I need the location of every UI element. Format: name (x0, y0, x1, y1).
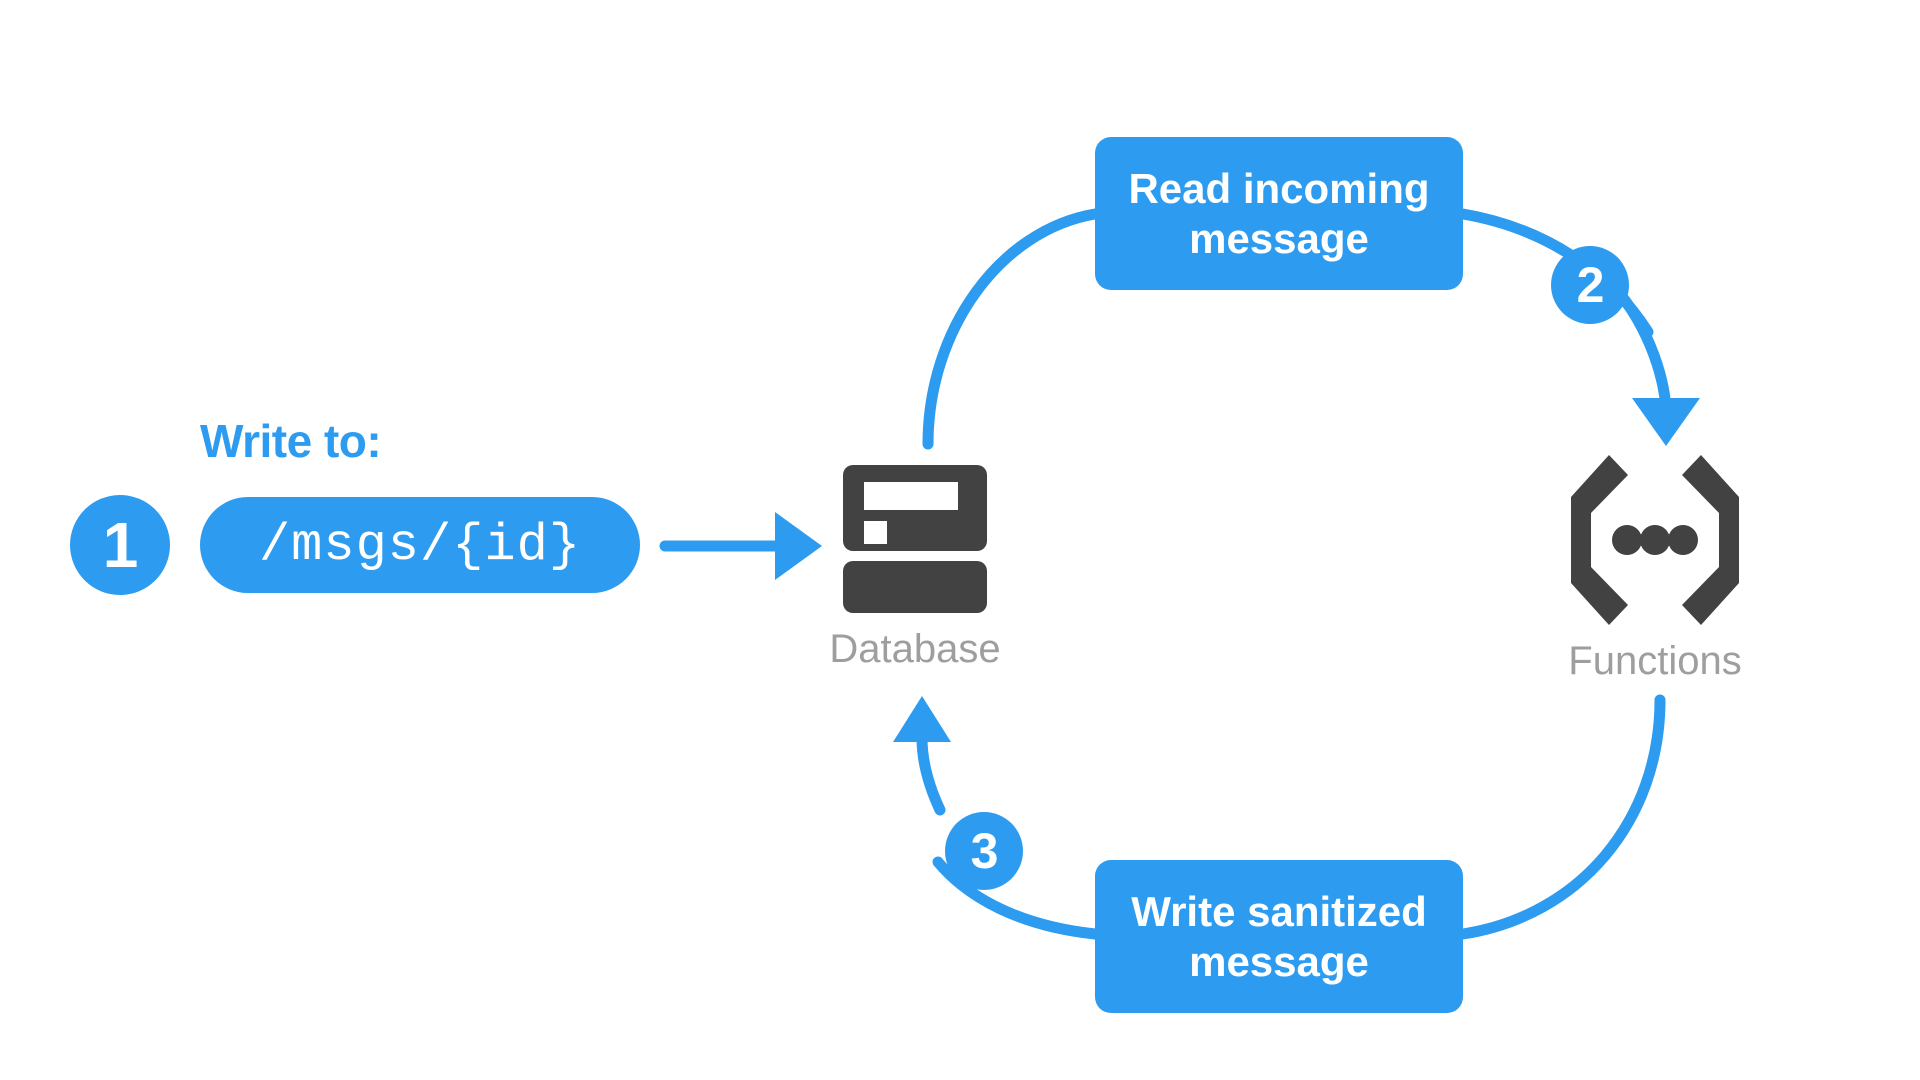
database-caption: Database (829, 627, 1001, 671)
action-box-read-label: Read incoming message (1128, 164, 1430, 262)
node-database[interactable]: Database (780, 465, 1050, 696)
functions-braces-icon (1571, 455, 1739, 625)
node-functions[interactable]: Functions (1530, 455, 1780, 684)
action-box-read-incoming-message[interactable]: Read incoming message (1095, 137, 1463, 290)
write-to-label: Write to: (200, 415, 382, 467)
arrow-database-to-read-box (922, 208, 1101, 450)
functions-dot-1 (1612, 525, 1642, 555)
functions-dot-3 (1668, 525, 1698, 555)
database-led-top (864, 521, 887, 544)
database-path-pill[interactable]: /msgs/{id} (200, 497, 640, 593)
action-box-write-sanitized-message[interactable]: Write sanitized message (1095, 860, 1463, 1013)
functions-caption: Functions (1568, 639, 1742, 683)
database-led-bottom (864, 673, 887, 696)
step-badge-1: 1 (70, 495, 170, 595)
arrow-functions-to-write-box (1457, 694, 1666, 940)
action-box-write-label: Write sanitized message (1131, 887, 1427, 985)
step-badge-2: 2 (1551, 246, 1629, 324)
database-rack-bottom (843, 561, 987, 696)
functions-dot-2 (1640, 525, 1670, 555)
step-badge-3: 3 (945, 812, 1023, 890)
database-icon (843, 465, 987, 696)
database-rack-top (843, 465, 987, 551)
database-slot-bar (864, 482, 958, 510)
